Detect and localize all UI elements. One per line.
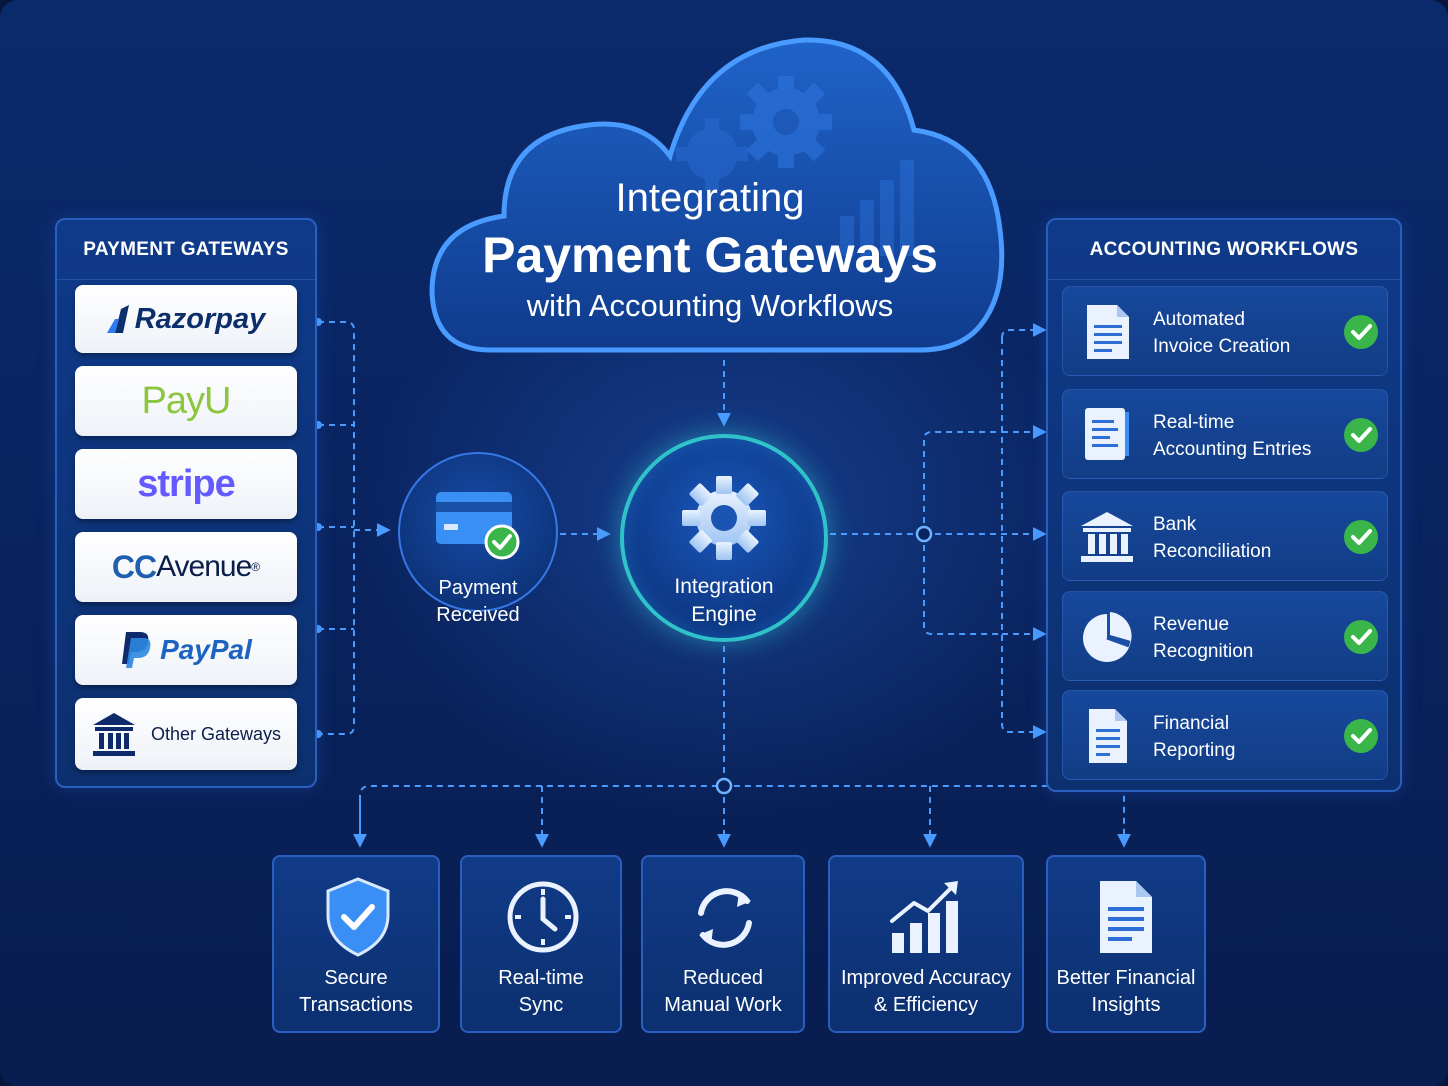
gateway-stripe[interactable]: stripe xyxy=(75,449,297,519)
workflow-label-line-2: Reporting xyxy=(1153,740,1236,761)
pie-chart-icon xyxy=(1083,612,1132,662)
workflow-label-line-2: Invoice Creation xyxy=(1153,336,1291,357)
benefit-label-line-1: Improved Accuracy xyxy=(840,967,1012,989)
benefit-realtime-sync[interactable]: Real-time Sync xyxy=(460,855,622,1033)
gateway-razorpay[interactable]: Razorpay xyxy=(75,285,297,353)
gateway-other[interactable]: Other Gateways xyxy=(75,698,297,770)
benefit-label: Real-time Sync xyxy=(462,965,620,1019)
benefit-label-line-1: Real-time xyxy=(498,967,584,989)
gateway-ccavenue-mark: ® xyxy=(251,560,261,574)
benefit-label-line-1: Secure xyxy=(324,967,388,989)
check-icon xyxy=(1344,719,1378,753)
workflow-label-line-2: Recognition xyxy=(1153,641,1254,662)
payment-label-line-1: Payment xyxy=(438,577,518,599)
benefit-label-line-2: Insights xyxy=(1091,994,1161,1016)
check-icon xyxy=(1344,315,1378,349)
gear-icon xyxy=(682,476,766,560)
workflow-label-line-2: Accounting Entries xyxy=(1153,439,1312,460)
bank-icon xyxy=(1081,512,1133,562)
sync-arrows-icon xyxy=(698,888,752,948)
workflow-label-line-1: Bank xyxy=(1153,514,1197,535)
benefit-improved-accuracy[interactable]: Improved Accuracy & Efficiency xyxy=(828,855,1024,1033)
title-line-1: Integrating xyxy=(615,176,805,220)
check-icon xyxy=(1344,620,1378,654)
workflow-label: Bank Reconciliation xyxy=(1153,511,1333,565)
check-icon xyxy=(1344,520,1378,554)
workflow-label-line-1: Financial xyxy=(1153,713,1230,734)
bank-icon xyxy=(92,713,135,756)
clock-icon xyxy=(507,881,579,953)
bar-chart-icon xyxy=(840,160,914,256)
gateway-stripe-label: stripe xyxy=(137,462,235,505)
title-line-3: with Accounting Workflows xyxy=(526,288,894,323)
title-line-2: Payment Gateways xyxy=(482,227,938,283)
integration-engine-label: Integration Engine xyxy=(620,573,828,629)
benefit-label-line-2: Sync xyxy=(518,994,564,1016)
shield-check-icon xyxy=(326,877,390,957)
workflow-revenue-recognition[interactable]: Revenue Recognition xyxy=(1062,591,1388,681)
gear-icon xyxy=(676,118,748,190)
check-icon xyxy=(484,524,520,560)
workflow-realtime-entries[interactable]: Real-time Accounting Entries xyxy=(1062,389,1388,479)
workflow-label: Automated Invoice Creation xyxy=(1153,306,1333,360)
gateway-ccavenue[interactable]: CC Avenue ® xyxy=(75,532,297,602)
benefit-label: Reduced Manual Work xyxy=(643,965,803,1019)
benefit-label: Secure Transactions xyxy=(274,965,438,1019)
payment-label-line-2: Received xyxy=(436,604,520,626)
workflow-automated-invoice[interactable]: Automated Invoice Creation xyxy=(1062,286,1388,376)
workflow-label-line-1: Real-time xyxy=(1153,412,1235,433)
workflow-label: Revenue Recognition xyxy=(1153,611,1333,665)
gateway-payu[interactable]: PayU xyxy=(75,366,297,436)
gateway-payu-label: PayU xyxy=(141,379,232,422)
gateway-ccavenue-cc: CC xyxy=(111,548,157,585)
benefit-label-line-1: Better Financial xyxy=(1056,967,1196,989)
benefit-better-insights[interactable]: Better Financial Insights xyxy=(1046,855,1206,1033)
accounting-workflows-header: ACCOUNTING WORKFLOWS xyxy=(1048,220,1400,280)
gateway-other-label: Other Gateways xyxy=(150,723,282,744)
document-icon xyxy=(1087,305,1129,359)
benefit-label-line-1: Reduced xyxy=(682,967,764,989)
workflow-bank-reconciliation[interactable]: Bank Reconciliation xyxy=(1062,491,1388,581)
benefit-label-line-2: Manual Work xyxy=(664,994,782,1016)
razorpay-logo-icon xyxy=(106,305,129,333)
growth-chart-icon xyxy=(890,881,958,953)
insights-document-icon xyxy=(1100,881,1152,953)
workflow-label-line-2: Reconciliation xyxy=(1153,541,1272,562)
workflow-financial-reporting[interactable]: Financial Reporting xyxy=(1062,690,1388,780)
workflow-label-line-1: Revenue xyxy=(1153,614,1230,635)
gateway-ccavenue-rest: Avenue xyxy=(156,550,252,583)
benefit-reduced-manual-work[interactable]: Reduced Manual Work xyxy=(641,855,805,1033)
benefit-label: Better Financial Insights xyxy=(1048,965,1204,1019)
report-icon xyxy=(1089,709,1127,763)
workflow-label: Real-time Accounting Entries xyxy=(1153,409,1333,463)
gear-icon xyxy=(740,76,832,168)
workflow-label: Financial Reporting xyxy=(1153,710,1333,764)
benefit-label: Improved Accuracy & Efficiency xyxy=(830,965,1022,1019)
gateway-paypal[interactable]: PayPal xyxy=(75,615,297,685)
ledger-icon xyxy=(1085,408,1129,460)
workflow-label-line-1: Automated xyxy=(1153,309,1245,330)
engine-label-line-2: Engine xyxy=(691,603,757,626)
credit-card-icon xyxy=(436,492,520,560)
benefit-label-line-2: & Efficiency xyxy=(873,994,979,1016)
paypal-logo-icon xyxy=(122,632,151,668)
cloud-shape xyxy=(429,37,1005,353)
gateway-paypal-label: PayPal xyxy=(160,634,252,665)
benefit-label-line-2: Transactions xyxy=(299,994,413,1016)
gateway-razorpay-label: Razorpay xyxy=(134,302,266,335)
engine-label-line-1: Integration xyxy=(674,575,774,598)
payment-received-label: Payment Received xyxy=(398,575,558,629)
check-icon xyxy=(1344,418,1378,452)
benefit-secure-transactions[interactable]: Secure Transactions xyxy=(272,855,440,1033)
payment-gateways-header: PAYMENT GATEWAYS xyxy=(57,220,315,280)
